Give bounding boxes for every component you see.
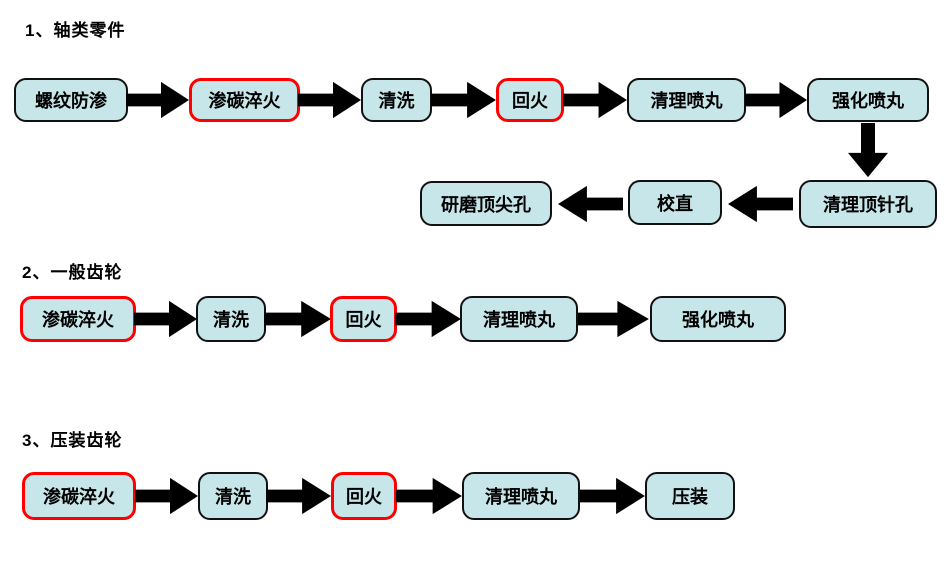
arrow-left-connector [558, 185, 623, 223]
flow-node-label: 清洗 [378, 91, 415, 111]
flow-node-label: 清洗 [213, 310, 249, 330]
flow-node-label: 强化喷丸 [682, 310, 754, 330]
arrow-right-connector [431, 81, 496, 119]
flow-node-label: 强化喷丸 [832, 91, 904, 111]
flow-node-straightening: 校直 [628, 180, 722, 225]
section-3-heading: 3、压装齿轮 [22, 431, 123, 450]
flow-node-label: 螺纹防渗 [35, 91, 107, 111]
flow-node-carburize-quench: 渗碳淬火 [22, 472, 136, 520]
flow-node-label: 清理顶针孔 [823, 195, 913, 215]
flow-node-label: 回火 [345, 310, 382, 330]
section-2-heading: 2、一般齿轮 [22, 263, 123, 282]
flow-node-label: 清理喷丸 [650, 91, 723, 111]
arrow-right-connector [135, 477, 198, 515]
arrow-down-connector [848, 123, 888, 178]
arrow-right-connector [266, 477, 331, 515]
arrow-right-connector [126, 81, 189, 119]
flow-node-tempering: 回火 [330, 296, 397, 342]
arrow-right-connector [745, 81, 808, 119]
arrow-right-connector [134, 300, 197, 338]
flow-node-label: 校直 [657, 193, 693, 214]
flow-node-peening: 强化喷丸 [650, 296, 786, 342]
arrow-right-connector [580, 477, 645, 515]
flow-node-label: 研磨顶尖孔 [441, 194, 531, 215]
flow-node-thread-anti-carburizing: 螺纹防渗 [14, 78, 128, 122]
flow-node-press-fit: 压装 [645, 472, 735, 520]
flow-node-carburize-quench: 渗碳淬火 [20, 296, 136, 342]
flow-node-label: 清洗 [215, 487, 251, 507]
flow-node-cleanup-shot-blasting: 清理喷丸 [460, 296, 578, 342]
flow-node-label: 回火 [346, 487, 382, 507]
flow-node-label: 渗碳淬火 [208, 91, 281, 111]
arrow-right-connector [563, 81, 627, 119]
arrow-right-connector [264, 300, 331, 338]
flow-node-peening: 强化喷丸 [807, 78, 929, 122]
arrow-right-connector [298, 81, 361, 119]
arrow-right-connector [396, 477, 462, 515]
flow-node-label: 清理喷丸 [485, 487, 557, 507]
flow-node-label: 渗碳淬火 [42, 310, 114, 330]
arrow-right-connector [395, 300, 461, 338]
flow-node-cleaning: 清洗 [361, 78, 432, 122]
flow-node-carburize-quench: 渗碳淬火 [189, 78, 300, 122]
flow-node-label: 回火 [512, 91, 548, 111]
flow-node-tempering: 回火 [331, 472, 397, 520]
flow-node-cleaning: 清洗 [198, 472, 268, 520]
flow-node-clean-center-hole: 清理顶针孔 [799, 180, 937, 228]
flow-node-tempering: 回火 [496, 78, 564, 122]
flow-node-label: 渗碳淬火 [43, 487, 115, 507]
flow-node-cleanup-shot-blasting: 清理喷丸 [462, 472, 580, 520]
flow-node-grind-center-hole: 研磨顶尖孔 [420, 181, 552, 226]
arrow-right-connector [578, 300, 649, 338]
arrow-left-connector [728, 185, 793, 223]
flow-node-cleaning: 清洗 [196, 296, 266, 342]
flow-node-cleanup-shot-blasting: 清理喷丸 [627, 78, 746, 122]
flow-node-label: 压装 [672, 487, 708, 507]
flow-node-label: 清理喷丸 [483, 310, 555, 330]
section-1-heading: 1、轴类零件 [25, 21, 126, 40]
